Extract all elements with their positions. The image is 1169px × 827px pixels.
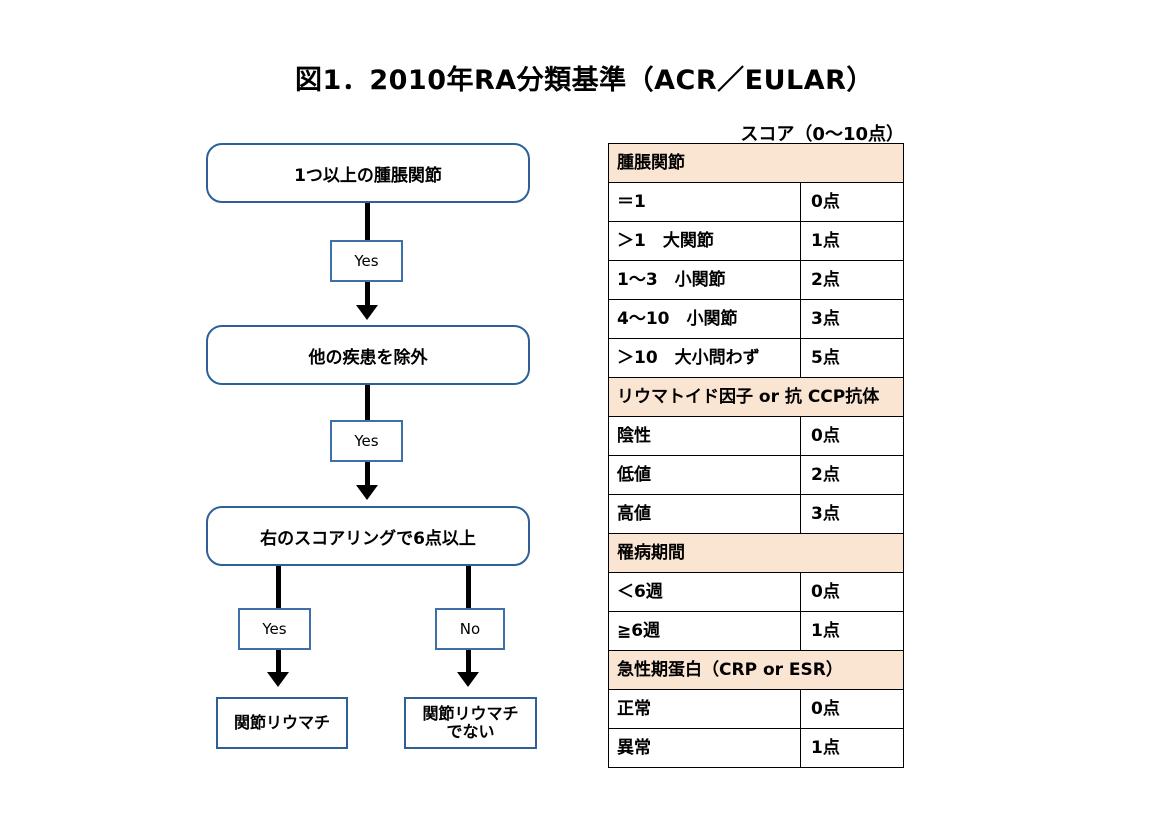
connector-line-2	[365, 280, 370, 308]
table-section-header-row: 腫脹関節	[608, 143, 904, 183]
table-row: ≧6週 1点	[608, 611, 904, 651]
flow-node-score-six[interactable]: 右のスコアリングで6点以上	[206, 506, 530, 566]
criterion-cell: ≧6週	[608, 611, 801, 651]
connector-line-4	[365, 460, 370, 488]
section-title: 腫脹関節	[608, 143, 904, 183]
table-row: 4～10 小関節 3点	[608, 299, 904, 339]
arrowhead-icon-4	[457, 672, 479, 687]
criterion-cell: ＜6週	[608, 572, 801, 612]
flowchart-region: 1つ以上の腫脹関節 Yes 他の疾患を除外 Yes 右のスコアリングで6点以上 …	[206, 143, 537, 749]
flow-node-swollen-joint[interactable]: 1つ以上の腫脹関節	[206, 143, 530, 203]
score-table: 腫脹関節 ＝1 0点 ＞1 大関節 1点 1～3 小関節 2点 4～10 小関節…	[608, 143, 904, 768]
connector-line-branch-left-top	[276, 566, 281, 609]
flow-decision-yes-1[interactable]: Yes	[330, 240, 403, 282]
flow-node-label: 右のスコアリングで6点以上	[260, 528, 476, 549]
score-table-caption: スコア（0～10点）	[740, 124, 904, 145]
criterion-cell: 低値	[608, 455, 801, 495]
criterion-cell: 正常	[608, 689, 801, 729]
flow-decision-label: Yes	[262, 620, 287, 638]
connector-line-branch-right-bottom	[466, 648, 471, 676]
points-cell: 2点	[800, 455, 904, 495]
table-row: 異常 1点	[608, 728, 904, 768]
points-cell: 3点	[800, 494, 904, 534]
table-section-header-row: 罹病期間	[608, 533, 904, 573]
arrowhead-icon-3	[267, 672, 289, 687]
points-cell: 0点	[800, 182, 904, 222]
points-cell: 0点	[800, 689, 904, 729]
connector-line-branch-left-bottom	[276, 648, 281, 676]
flow-terminal-ra-negative[interactable]: 関節リウマチ でない	[404, 697, 537, 749]
arrowhead-icon-1	[356, 305, 378, 320]
table-row: 陰性 0点	[608, 416, 904, 456]
flow-node-label: 他の疾患を除外	[308, 347, 428, 368]
arrowhead-icon-2	[356, 485, 378, 500]
points-cell: 1点	[800, 221, 904, 261]
points-cell: 0点	[800, 416, 904, 456]
flow-terminal-label: 関節リウマチ	[233, 712, 330, 732]
section-title: 罹病期間	[608, 533, 904, 573]
flow-decision-no-1[interactable]: No	[435, 608, 505, 650]
connector-line-3	[365, 385, 370, 423]
criterion-cell: ＝1	[608, 182, 801, 222]
flow-node-exclude-other[interactable]: 他の疾患を除外	[206, 325, 530, 385]
flow-terminal-line-1: 関節リウマチ	[422, 703, 519, 723]
section-title: 急性期蛋白（CRP or ESR）	[608, 650, 904, 690]
flow-decision-label: No	[459, 620, 481, 638]
table-row: ＝1 0点	[608, 182, 904, 222]
criterion-cell: 陰性	[608, 416, 801, 456]
table-row: 低値 2点	[608, 455, 904, 495]
criterion-cell: 高値	[608, 494, 801, 534]
flow-decision-label: Yes	[354, 252, 379, 270]
table-row: 正常 0点	[608, 689, 904, 729]
connector-line-branch-right-top	[466, 566, 471, 609]
criterion-cell: ＞10 大小問わず	[608, 338, 801, 378]
table-row: ＞10 大小問わず 5点	[608, 338, 904, 378]
table-row: 高値 3点	[608, 494, 904, 534]
table-section-header-row: 急性期蛋白（CRP or ESR）	[608, 650, 904, 690]
points-cell: 2点	[800, 260, 904, 300]
flow-terminal-line-2: でない	[446, 722, 495, 741]
points-cell: 1点	[800, 728, 904, 768]
table-section-header-row: リウマトイド因子 or 抗 CCP抗体	[608, 377, 904, 417]
page-title: 図1．2010年RA分類基準（ACR／EULAR）	[295, 65, 874, 96]
flow-terminal-line-1: 関節リウマチ	[233, 712, 330, 732]
criterion-cell: 異常	[608, 728, 801, 768]
points-cell: 3点	[800, 299, 904, 339]
criterion-cell: 4～10 小関節	[608, 299, 801, 339]
section-title: リウマトイド因子 or 抗 CCP抗体	[608, 377, 904, 417]
points-cell: 0点	[800, 572, 904, 612]
points-cell: 5点	[800, 338, 904, 378]
criterion-cell: 1～3 小関節	[608, 260, 801, 300]
flow-decision-yes-2[interactable]: Yes	[330, 420, 403, 462]
criterion-cell: ＞1 大関節	[608, 221, 801, 261]
flow-terminal-ra-positive[interactable]: 関節リウマチ	[216, 697, 348, 749]
points-cell: 1点	[800, 611, 904, 651]
table-row: ＞1 大関節 1点	[608, 221, 904, 261]
flow-decision-yes-3[interactable]: Yes	[238, 608, 311, 650]
table-row: ＜6週 0点	[608, 572, 904, 612]
table-row: 1～3 小関節 2点	[608, 260, 904, 300]
flow-decision-label: Yes	[354, 432, 379, 450]
flow-node-label: 1つ以上の腫脹関節	[294, 165, 442, 186]
connector-line-1	[365, 203, 370, 243]
